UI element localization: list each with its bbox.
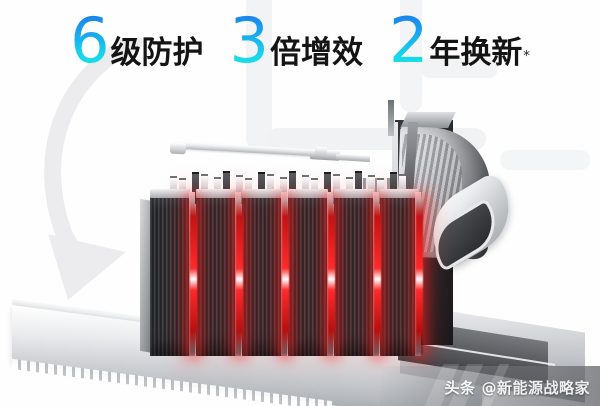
battery-module-cap-3 bbox=[242, 189, 282, 198]
module-tab-3 bbox=[192, 172, 199, 204]
thermal-glow-strip-4 bbox=[328, 198, 335, 354]
module-tab-15 bbox=[324, 172, 331, 204]
feature-number-3: 2 bbox=[388, 4, 428, 77]
thermal-glow-strip-6 bbox=[416, 198, 423, 354]
battery-module-2 bbox=[196, 196, 236, 356]
battery-module-stack bbox=[150, 189, 423, 356]
battery-module-cap-6 bbox=[380, 189, 418, 198]
thermal-glow-strip-5 bbox=[374, 198, 381, 354]
module-tab-18 bbox=[355, 171, 362, 204]
feature-label-1: 级防护 bbox=[110, 35, 204, 71]
battery-module-cap-2 bbox=[196, 189, 236, 198]
battery-module-cap-4 bbox=[288, 189, 328, 198]
module-tab-7 bbox=[236, 175, 243, 204]
thermal-glow-strip-1 bbox=[190, 198, 197, 354]
watermark-handle: @新能源战略家 bbox=[481, 379, 590, 397]
busbar-connector-knob bbox=[314, 146, 328, 156]
feature-number-2: 3 bbox=[229, 4, 269, 77]
module-tab-6 bbox=[223, 171, 230, 204]
thermal-glow-strip-3 bbox=[282, 198, 289, 354]
feature-label-3: 年换新 bbox=[429, 35, 523, 71]
module-tab-12 bbox=[289, 171, 296, 204]
feature-number-1: 6 bbox=[70, 4, 109, 77]
thermal-glow-strip-2 bbox=[236, 198, 243, 354]
module-tab-9 bbox=[258, 172, 265, 204]
vertical-fin-post bbox=[388, 100, 394, 136]
battery-module-3 bbox=[242, 196, 282, 356]
battery-module-cap-5 bbox=[334, 189, 374, 198]
battery-module-6 bbox=[380, 196, 418, 356]
feature-label-2: 倍增效 bbox=[269, 35, 363, 71]
feature-footnote-marker: * bbox=[523, 49, 530, 64]
module-tab-21 bbox=[390, 172, 397, 204]
battery-module-5 bbox=[334, 196, 374, 356]
module-tab-11 bbox=[280, 177, 287, 204]
battery-module-4 bbox=[288, 196, 328, 356]
battery-module-cap-1 bbox=[150, 189, 190, 198]
busbar-far-right-segment bbox=[335, 154, 371, 162]
watermark: 头条 @新能源战略家 bbox=[444, 377, 590, 398]
battery-module-1 bbox=[150, 196, 190, 356]
busbar-left-terminal bbox=[169, 142, 187, 155]
watermark-brand: 头条 bbox=[444, 379, 476, 397]
